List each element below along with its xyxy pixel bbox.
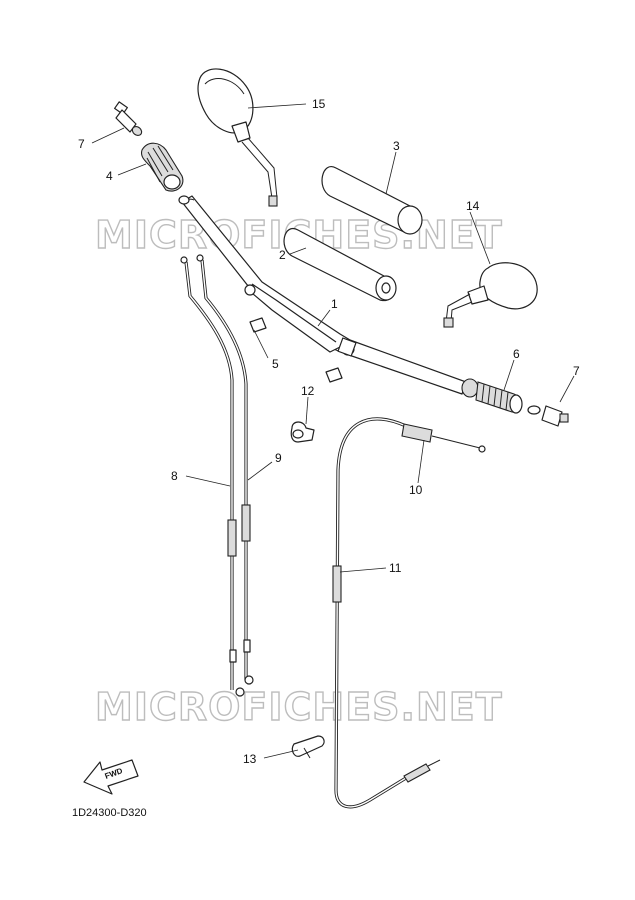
callout-8: 8 — [171, 469, 178, 483]
figure-code: 1D24300-D320 — [72, 807, 147, 819]
part-15-left-mirror[interactable] — [197, 68, 278, 207]
callout-14: 14 — [466, 199, 480, 213]
callout-10: 10 — [409, 483, 423, 497]
callout-1: 1 — [331, 297, 338, 311]
callout-13: 13 — [243, 752, 257, 766]
callout-7-left: 7 — [78, 137, 85, 151]
callout-11: 11 — [389, 561, 402, 575]
fwd-arrow-icon: FWD — [83, 759, 139, 795]
part-11-clutch-cable[interactable] — [332, 417, 407, 809]
part-1-handlebar[interactable] — [178, 195, 467, 395]
part-8-throttle-cable[interactable] — [180, 256, 245, 697]
callout-4: 4 — [106, 169, 113, 183]
callout-12: 12 — [301, 384, 315, 398]
callout-7-right: 7 — [573, 364, 580, 378]
callout-6: 6 — [513, 347, 520, 361]
leader-lines — [91, 103, 575, 759]
callout-3: 3 — [393, 139, 400, 153]
part-9-throttle-cable[interactable] — [196, 254, 254, 685]
callout-5: 5 — [272, 357, 279, 371]
callout-2: 2 — [279, 248, 286, 262]
part-2-handlebar-pad-lower[interactable] — [283, 227, 397, 302]
part-10-cable-adjuster[interactable] — [401, 423, 486, 783]
part-12-cable-clamp[interactable] — [290, 421, 315, 443]
part-4-left-grip[interactable] — [140, 142, 184, 192]
part-14-right-mirror[interactable] — [443, 262, 538, 328]
part-13-cable-clamp[interactable] — [291, 735, 325, 759]
watermark-bottom: MICROFICHES.NET — [95, 685, 503, 729]
callout-15: 15 — [312, 97, 326, 111]
part-7-bar-end-left[interactable] — [114, 101, 144, 137]
part-3-handlebar-pad-upper[interactable] — [321, 166, 423, 235]
callout-9: 9 — [275, 451, 282, 465]
part-7-bar-end-right[interactable] — [527, 405, 569, 427]
part-5-holder-pad[interactable] — [249, 317, 343, 383]
part-6-throttle-grip[interactable] — [461, 378, 523, 414]
